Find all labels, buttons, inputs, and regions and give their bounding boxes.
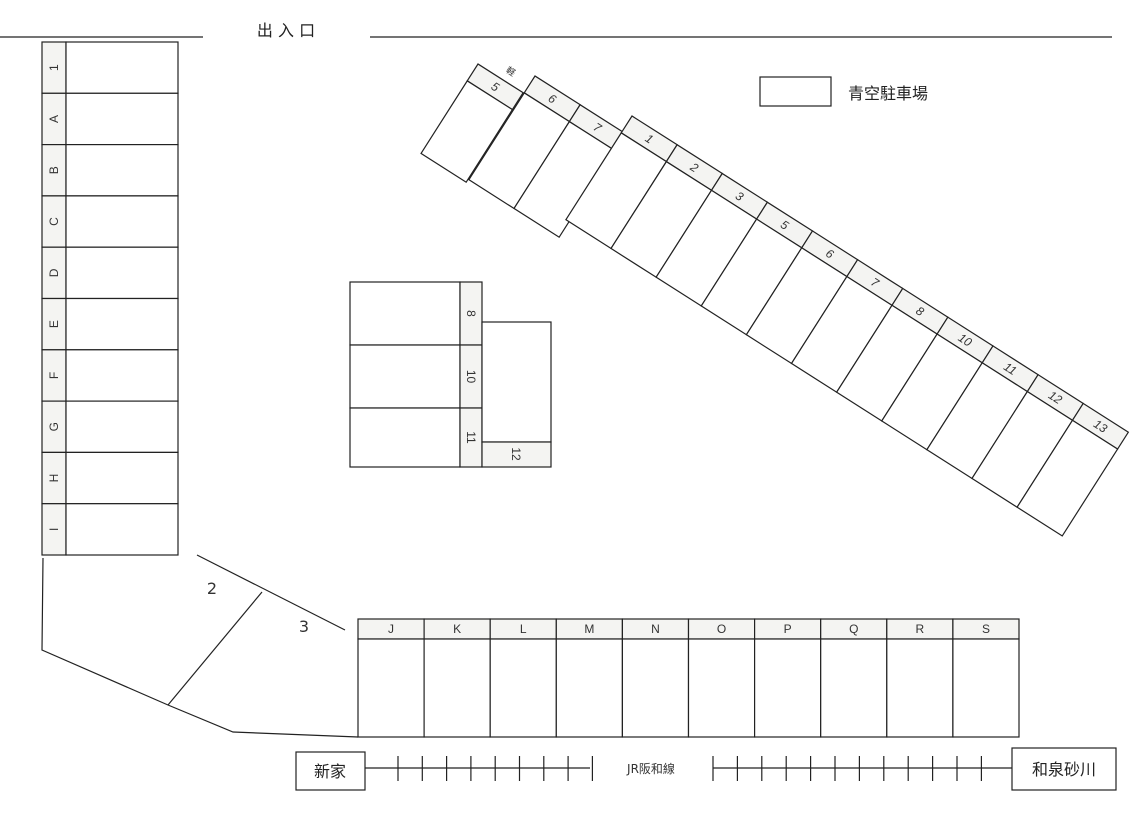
- parking-space-H: [65, 451, 179, 505]
- parking-space-J: [357, 638, 425, 738]
- parking-space-12: [481, 321, 552, 443]
- parking-space: [349, 344, 461, 409]
- rail-line-name: JR阪和線: [626, 761, 675, 776]
- space-label: C: [47, 217, 61, 226]
- parking-space-L: [489, 638, 557, 738]
- corner-boundary: [41, 557, 359, 738]
- space-label: L: [520, 622, 527, 636]
- space-label: S: [982, 622, 990, 636]
- space-label-2: 2: [207, 579, 217, 598]
- corner-divider-top: [196, 554, 346, 631]
- space-label: K: [453, 622, 461, 636]
- parking-space-C: [65, 195, 179, 248]
- parking-space-Q: [820, 638, 888, 738]
- parking-space: [349, 281, 461, 346]
- parking-space-G: [65, 400, 179, 454]
- bottom-row-spaces: J K L M N O P Q R S: [357, 618, 1020, 738]
- entrance-label: 出 入 口: [257, 21, 315, 40]
- kei-car-note: 軽: [504, 65, 518, 79]
- parking-space-M: [555, 638, 623, 738]
- space-label: N: [651, 622, 660, 636]
- parking-space-B: [65, 144, 179, 197]
- left-column-spaces: 1A B C D E F G H I: [41, 41, 179, 556]
- space-label: Q: [849, 622, 858, 636]
- parking-space: [349, 407, 461, 468]
- parking-space-A: [65, 92, 179, 146]
- parking-space-K: [423, 638, 491, 738]
- legend-swatch: [759, 76, 832, 107]
- label-band: [41, 349, 67, 402]
- parking-space-5: [420, 80, 514, 183]
- parking-space-R: [886, 638, 954, 738]
- parking-space-P: [753, 638, 822, 738]
- space-label: 8: [464, 310, 478, 317]
- corner-divider: [167, 591, 263, 706]
- space-label: H: [47, 474, 61, 483]
- parking-space-I: [65, 503, 179, 556]
- parking-space-13: [1016, 419, 1119, 537]
- space-label: F: [47, 372, 61, 379]
- corner-spaces: 2 3: [41, 554, 359, 738]
- space-label: M: [584, 622, 594, 636]
- space-label: 12: [509, 447, 523, 461]
- parking-space-D: [65, 246, 179, 300]
- strip: 5: [420, 63, 524, 183]
- label-band: [41, 144, 67, 197]
- station-box-right: [1011, 747, 1117, 791]
- space-label: D: [47, 268, 61, 277]
- label-band: [41, 297, 67, 351]
- station-box-left: [295, 751, 366, 791]
- station-right: 和泉砂川: [1032, 760, 1096, 779]
- space-label: 10: [464, 370, 478, 384]
- space-label: I: [47, 528, 61, 531]
- space-label: P: [784, 622, 792, 636]
- space-label: 11: [464, 431, 478, 444]
- label-band: [41, 195, 67, 248]
- space-label: J: [388, 622, 394, 636]
- parking-space-S: [952, 638, 1020, 738]
- parking-space-E: [65, 297, 179, 351]
- label-band: [481, 441, 552, 468]
- space-label: E: [47, 320, 61, 328]
- railway: 新家 JR阪和線 和泉砂川: [295, 747, 1117, 791]
- parking-space-O: [687, 638, 756, 738]
- parking-space-1: [65, 41, 179, 94]
- space-label-3: 3: [299, 617, 309, 636]
- center-block-spaces: 8 10 11 12: [349, 281, 552, 468]
- legend-label: 青空駐車場: [848, 84, 928, 103]
- space-label: R: [916, 622, 925, 636]
- label-band: [41, 503, 67, 556]
- space-label: 1: [47, 64, 61, 71]
- space-label: G: [47, 422, 61, 431]
- strip: 67: [468, 75, 627, 239]
- space-label: A: [47, 115, 61, 123]
- parking-space-N: [621, 638, 690, 738]
- space-label: O: [717, 622, 726, 636]
- parking-space-F: [65, 349, 179, 402]
- space-label: B: [47, 166, 61, 174]
- station-left: 新家: [314, 762, 346, 781]
